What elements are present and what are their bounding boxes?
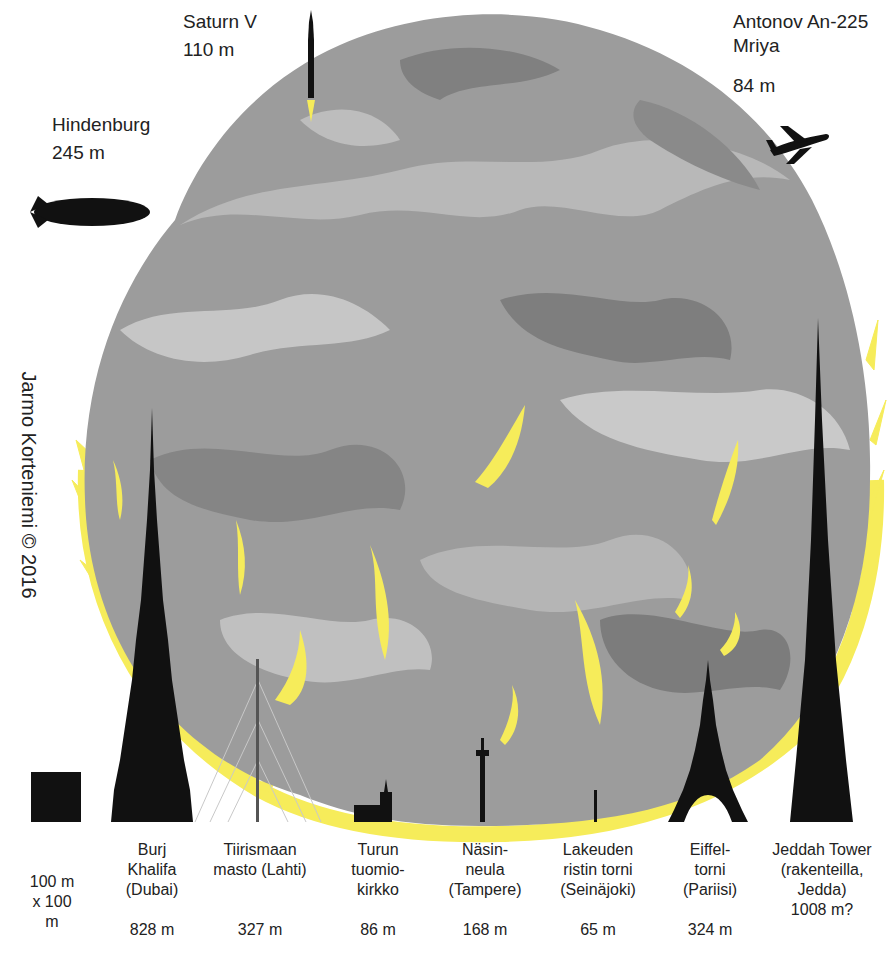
object-name: Antonov An-225 Mriya bbox=[733, 10, 873, 58]
object-name: Eiffel-torni (Pariisi) bbox=[678, 840, 742, 900]
meteor-swirls bbox=[120, 48, 850, 693]
object-name: Hindenburg bbox=[52, 113, 212, 137]
dimension: 245 m bbox=[52, 141, 212, 165]
meteor-body bbox=[85, 14, 871, 826]
dimension: 110 m bbox=[183, 38, 323, 62]
cross-tower-silhouette bbox=[594, 790, 597, 822]
jeddah-tower-silhouette bbox=[790, 318, 853, 822]
dimension: 828 m bbox=[107, 920, 197, 940]
object-name: Burj Khalifa (Dubai) bbox=[113, 840, 191, 900]
tower-silhouette bbox=[476, 738, 489, 822]
dimension: 324 m bbox=[665, 920, 755, 940]
burj-khalifa-silhouette bbox=[111, 408, 193, 822]
object-name: Näsin-neula (Tampere) bbox=[447, 840, 523, 900]
square-100m bbox=[31, 772, 81, 822]
dimension: 327 m bbox=[215, 920, 305, 940]
mast-silhouette bbox=[195, 659, 321, 822]
airplane-silhouette bbox=[766, 126, 829, 164]
airship-silhouette bbox=[30, 196, 150, 228]
flames bbox=[113, 405, 740, 745]
object-name: Turun tuomio-kirkko bbox=[342, 840, 414, 900]
dimension: 1008 m? bbox=[777, 900, 867, 920]
cathedral-silhouette bbox=[354, 779, 392, 822]
object-name: Jeddah Tower (rakenteilla, Jedda) bbox=[768, 840, 876, 900]
dimension: 86 m bbox=[333, 920, 423, 940]
dimension: 84 m bbox=[733, 74, 873, 98]
dimension: 65 m bbox=[553, 920, 643, 940]
watermark: Jarmo Korteniemi © 2016 bbox=[16, 371, 41, 598]
rocket-silhouette bbox=[307, 10, 315, 122]
dimension: 100 m x 100 m bbox=[28, 872, 76, 932]
object-name: Lakeuden ristin torni (Seinäjoki) bbox=[546, 840, 650, 900]
object-name: Tiirismaan masto (Lahti) bbox=[210, 840, 310, 880]
dimension: 168 m bbox=[440, 920, 530, 940]
object-name: Saturn V bbox=[183, 10, 323, 34]
eiffel-silhouette bbox=[668, 660, 748, 822]
